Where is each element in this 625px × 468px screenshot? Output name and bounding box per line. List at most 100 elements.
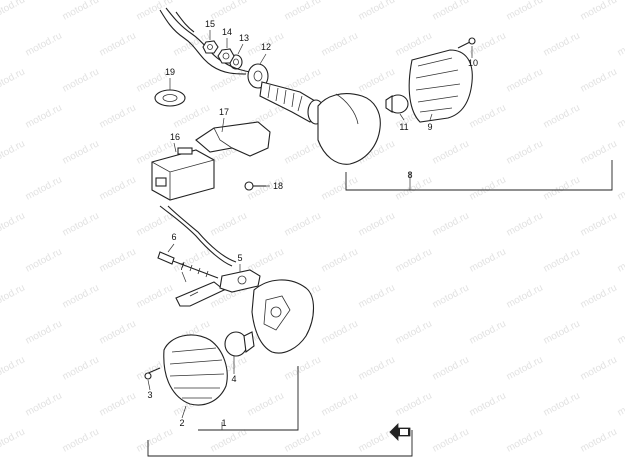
watermark-text: motod.ru <box>468 318 508 346</box>
callout-14: 14 <box>222 27 232 37</box>
watermark-text: motod.ru <box>135 210 175 238</box>
callout-19: 19 <box>165 67 175 77</box>
watermark-text: motod.ru <box>0 66 27 94</box>
watermark-text: motod.ru <box>616 102 625 130</box>
callout-7: 7 <box>179 262 184 272</box>
watermark-text: motod.ru <box>542 102 582 130</box>
lower-signal-assembly <box>144 205 315 406</box>
watermark-text: motod.ru <box>0 210 27 238</box>
screw-part-10 <box>457 41 471 49</box>
watermark-text: motod.ru <box>542 246 582 274</box>
watermark-layer: motod.ru motod.ru motod.ru motod.ru motod.ru… <box>0 0 625 455</box>
watermark-text: motod.ru <box>394 318 434 346</box>
watermark-text: motod.ru <box>579 282 619 310</box>
watermark-text: motod.ru <box>24 246 64 274</box>
upper-signal-assembly <box>151 7 476 201</box>
signal-housing-lower <box>251 279 315 354</box>
watermark-text: motod.ru <box>24 174 64 202</box>
signal-stem <box>259 81 321 123</box>
watermark-text: motod.ru <box>579 66 619 94</box>
watermark-text: motod.ru <box>283 354 323 382</box>
watermark-text: motod.ru <box>468 30 508 58</box>
callout-4: 4 <box>231 374 236 384</box>
nut-part-14 <box>217 48 235 64</box>
watermark-text: motod.ru <box>320 390 360 418</box>
watermark-text: motod.ru <box>98 390 138 418</box>
watermark-text: motod.ru <box>468 102 508 130</box>
watermark-text: motod.ru <box>0 354 27 382</box>
watermark-text: motod.ru <box>579 0 619 23</box>
watermark-text: motod.ru <box>61 138 101 166</box>
sub-bracket-1 <box>198 366 299 431</box>
watermark-text: motod.ru <box>579 354 619 382</box>
watermark-text: motod.ru <box>320 318 360 346</box>
watermark-text: motod.ru <box>431 138 471 166</box>
watermark-text: motod.ru <box>0 138 27 166</box>
watermark-text: motod.ru <box>579 210 619 238</box>
watermark-text: motod.ru <box>24 102 64 130</box>
watermark-text: motod.ru <box>0 282 27 310</box>
watermark-text: motod.ru <box>61 426 101 454</box>
watermark-text: motod.ru <box>505 138 545 166</box>
watermark-text: motod.ru <box>246 246 286 274</box>
bracket-part-7 <box>175 281 226 307</box>
bolt-part-6 <box>157 251 175 265</box>
watermark-text: motod.ru <box>283 0 323 23</box>
watermark-text: motod.ru <box>209 426 249 454</box>
group-bracket-8 <box>345 160 613 191</box>
callout-16: 16 <box>170 132 180 142</box>
watermark-text: motod.ru <box>579 426 619 454</box>
watermark-text: motod.ru <box>505 426 545 454</box>
watermark-text: motod.ru <box>320 174 360 202</box>
watermark-text: motod.ru <box>357 0 397 23</box>
watermark-text: motod.ru <box>579 138 619 166</box>
callout-18: 18 <box>273 181 283 191</box>
watermark-text: motod.ru <box>98 174 138 202</box>
stay-part-5 <box>219 269 261 293</box>
watermark-text: motod.ru <box>431 210 471 238</box>
watermark-text: motod.ru <box>505 0 545 23</box>
callout-3: 3 <box>147 390 152 400</box>
watermark-text: motod.ru <box>394 174 434 202</box>
watermark-text: motod.ru <box>431 0 471 23</box>
watermark-text: motod.ru <box>468 246 508 274</box>
watermark-text: motod.ru <box>431 354 471 382</box>
watermark-text: motod.ru <box>505 354 545 382</box>
watermark-text: motod.ru <box>357 354 397 382</box>
watermark-text: motod.ru <box>616 174 625 202</box>
watermark-text: motod.ru <box>394 30 434 58</box>
watermark-text: motod.ru <box>357 66 397 94</box>
watermark-text: motod.ru <box>24 318 64 346</box>
watermark-text: motod.ru <box>320 246 360 274</box>
watermark-text: motod.ru <box>283 426 323 454</box>
watermark-text: motod.ru <box>505 282 545 310</box>
watermark-text: motod.ru <box>172 246 212 274</box>
callout-labels: 1 2 3 4 5 6 7 8 9 10 11 12 13 14 15 16 1… <box>147 19 478 428</box>
watermark-text: motod.ru <box>542 390 582 418</box>
watermark-text: motod.ru <box>505 210 545 238</box>
watermark-text: motod.ru <box>357 282 397 310</box>
group-bracket-1 <box>147 430 413 457</box>
watermark-text: motod.ru <box>394 390 434 418</box>
watermark-text: motod.ru <box>98 318 138 346</box>
watermark-text: motod.ru <box>61 210 101 238</box>
callout-17: 17 <box>219 107 229 117</box>
lens-part-9 <box>408 49 473 123</box>
watermark-text: motod.ru <box>505 66 545 94</box>
callout-6: 6 <box>171 232 176 242</box>
watermark-text: motod.ru <box>209 210 249 238</box>
watermark-text: motod.ru <box>542 318 582 346</box>
grommet-part-19 <box>154 89 186 107</box>
watermark-text: motod.ru <box>98 102 138 130</box>
watermark-text: motod.ru <box>468 174 508 202</box>
watermark-text: motod.ru <box>616 390 625 418</box>
watermark-text: motod.ru <box>431 426 471 454</box>
watermark-text: motod.ru <box>542 30 582 58</box>
watermark-text: motod.ru <box>320 30 360 58</box>
watermark-text: motod.ru <box>98 30 138 58</box>
watermark-text: motod.ru <box>431 282 471 310</box>
watermark-text: motod.ru <box>468 390 508 418</box>
watermark-text: motod.ru <box>0 0 27 23</box>
